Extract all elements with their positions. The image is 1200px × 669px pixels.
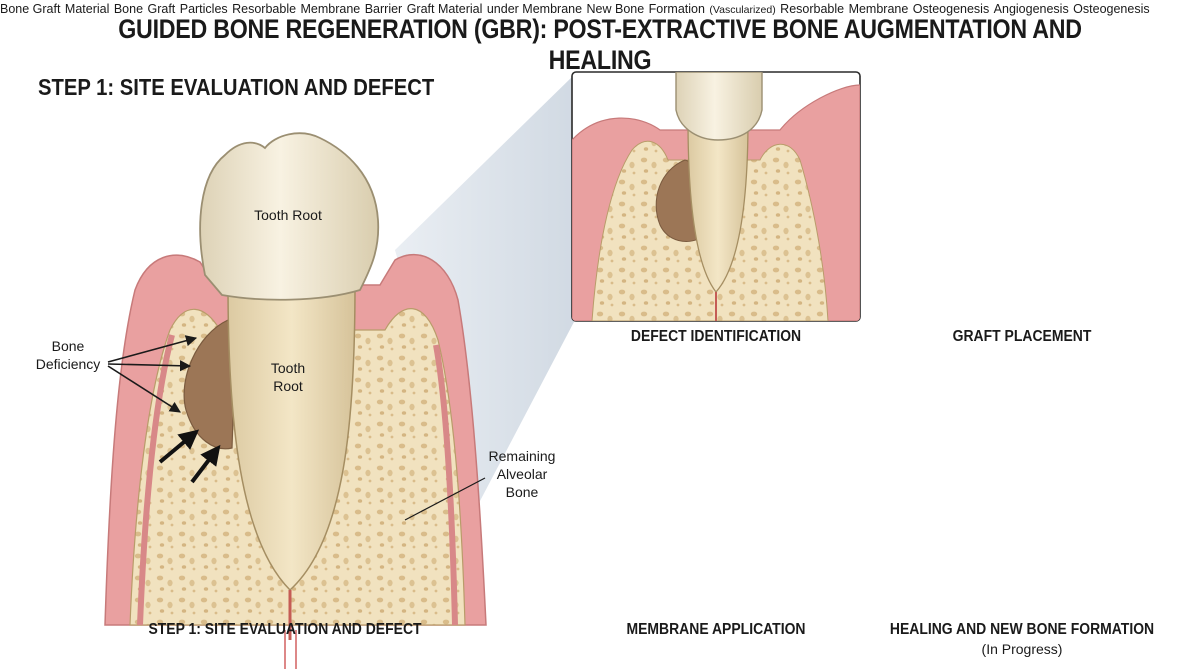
panel-healing-frame: New Bone Formation (Vascularized) Resorb… bbox=[148, 0, 1154, 657]
label-barrier-1: Resorbable bbox=[232, 2, 297, 16]
panel-defect-illustration bbox=[572, 72, 860, 321]
angiogenesis-pointer: Osteogenesis STEP 1: SITE EVALUATION AND… bbox=[148, 0, 1154, 657]
label-remaining-1: Remaining bbox=[489, 448, 556, 464]
step-heading: STEP 1: SITE EVALUATION AND DEFECT bbox=[38, 74, 435, 100]
caption-defect: DEFECT IDENTIFICATION bbox=[630, 328, 802, 345]
defect-arrows bbox=[158, 429, 221, 484]
resorbable-pointer: Osteogenesis Angiogenesis Osteogenesis S… bbox=[148, 0, 1154, 657]
label-backdrop-barrier: Resorbable Membrane Barrier Graft Materi… bbox=[148, 0, 1154, 657]
caption-main: STEP 1: SITE EVALUATION AND DEFECT bbox=[148, 621, 422, 638]
label-osteogenesis-2: Osteogenesis bbox=[1073, 2, 1150, 16]
deficiency-pointers bbox=[107, 335, 198, 413]
label-angiogenesis: Angiogenesis bbox=[993, 2, 1069, 16]
label-graft-particles-2: Graft bbox=[147, 2, 176, 16]
graft-material-pointer: Bone Graft Particles Resorbable Membrane… bbox=[113, 0, 1154, 657]
panel-membrane-frame: Resorbable Membrane Barrier Graft Materi… bbox=[148, 0, 1154, 657]
label-backdrop-graft-material: Bone Graft Material Bone Graft Particles… bbox=[0, 0, 1154, 657]
remaining-bone-leader bbox=[404, 477, 486, 521]
label-remaining-2: Alveolar bbox=[497, 466, 548, 482]
label-graft-particles-1: Bone bbox=[113, 2, 144, 16]
caption-membrane: MEMBRANE APPLICATION bbox=[626, 621, 806, 638]
label-resorbable-2: Membrane bbox=[848, 2, 909, 16]
label-tooth-root-1: Tooth bbox=[271, 360, 305, 376]
main-tooth-illustration bbox=[104, 132, 487, 669]
caption-graft: GRAFT PLACEMENT bbox=[952, 328, 1092, 345]
barrier-pointer: Graft Material under Membrane New Bone F… bbox=[148, 0, 1154, 657]
under-pointer: New Bone Formation (Vascularized) Resorb… bbox=[148, 0, 1154, 657]
label-backdrop-newbone: New Bone Formation (Vascularized) Resorb… bbox=[148, 0, 1154, 657]
label-tooth-root-2: Root bbox=[273, 378, 303, 394]
osteogenesis-1-pointer: Angiogenesis Osteogenesis STEP 1: SITE E… bbox=[148, 0, 1154, 657]
label-newbone-1: New Bone bbox=[586, 2, 645, 16]
graft-particles-pointer: Resorbable Membrane Barrier Graft Materi… bbox=[148, 0, 1154, 657]
page-title: GUIDED BONE REGENERATION (GBR): POST-EXT… bbox=[118, 14, 1082, 75]
label-remaining-3: Bone bbox=[506, 484, 539, 500]
label-graft-material-2: Material bbox=[64, 2, 110, 16]
caption-healing-sub: (In Progress) bbox=[981, 641, 1063, 657]
label-resorbable-1: Resorbable bbox=[780, 2, 845, 16]
label-bone-deficiency-2: Deficiency bbox=[36, 356, 101, 372]
label-bone-deficiency-1: Bone bbox=[52, 338, 85, 354]
label-barrier-2: Membrane bbox=[300, 2, 361, 16]
label-under-2: under Membrane bbox=[486, 2, 583, 16]
label-barrier-3: Barrier bbox=[364, 2, 403, 16]
label-graft-material-1: Bone Graft bbox=[0, 2, 61, 16]
label-backdrop-under: Graft Material under Membrane New Bone F… bbox=[148, 0, 1154, 657]
newbone-pointer: Resorbable Membrane Osteogenesis Angioge… bbox=[148, 0, 1154, 657]
panel-graft-frame: Bone Graft Material Bone Graft Particles… bbox=[0, 0, 1154, 657]
label-osteogenesis-1: Osteogenesis bbox=[912, 2, 990, 16]
label-newbone-2: Formation bbox=[648, 2, 705, 16]
label-tooth-root-crown: Tooth Root bbox=[254, 207, 322, 223]
caption-healing: HEALING AND NEW BONE FORMATION bbox=[889, 621, 1155, 638]
label-graft-particles-3: Particles bbox=[179, 2, 228, 16]
label-under-1: Graft Material bbox=[406, 2, 483, 16]
label-newbone-3: (Vascularized) bbox=[709, 4, 776, 16]
